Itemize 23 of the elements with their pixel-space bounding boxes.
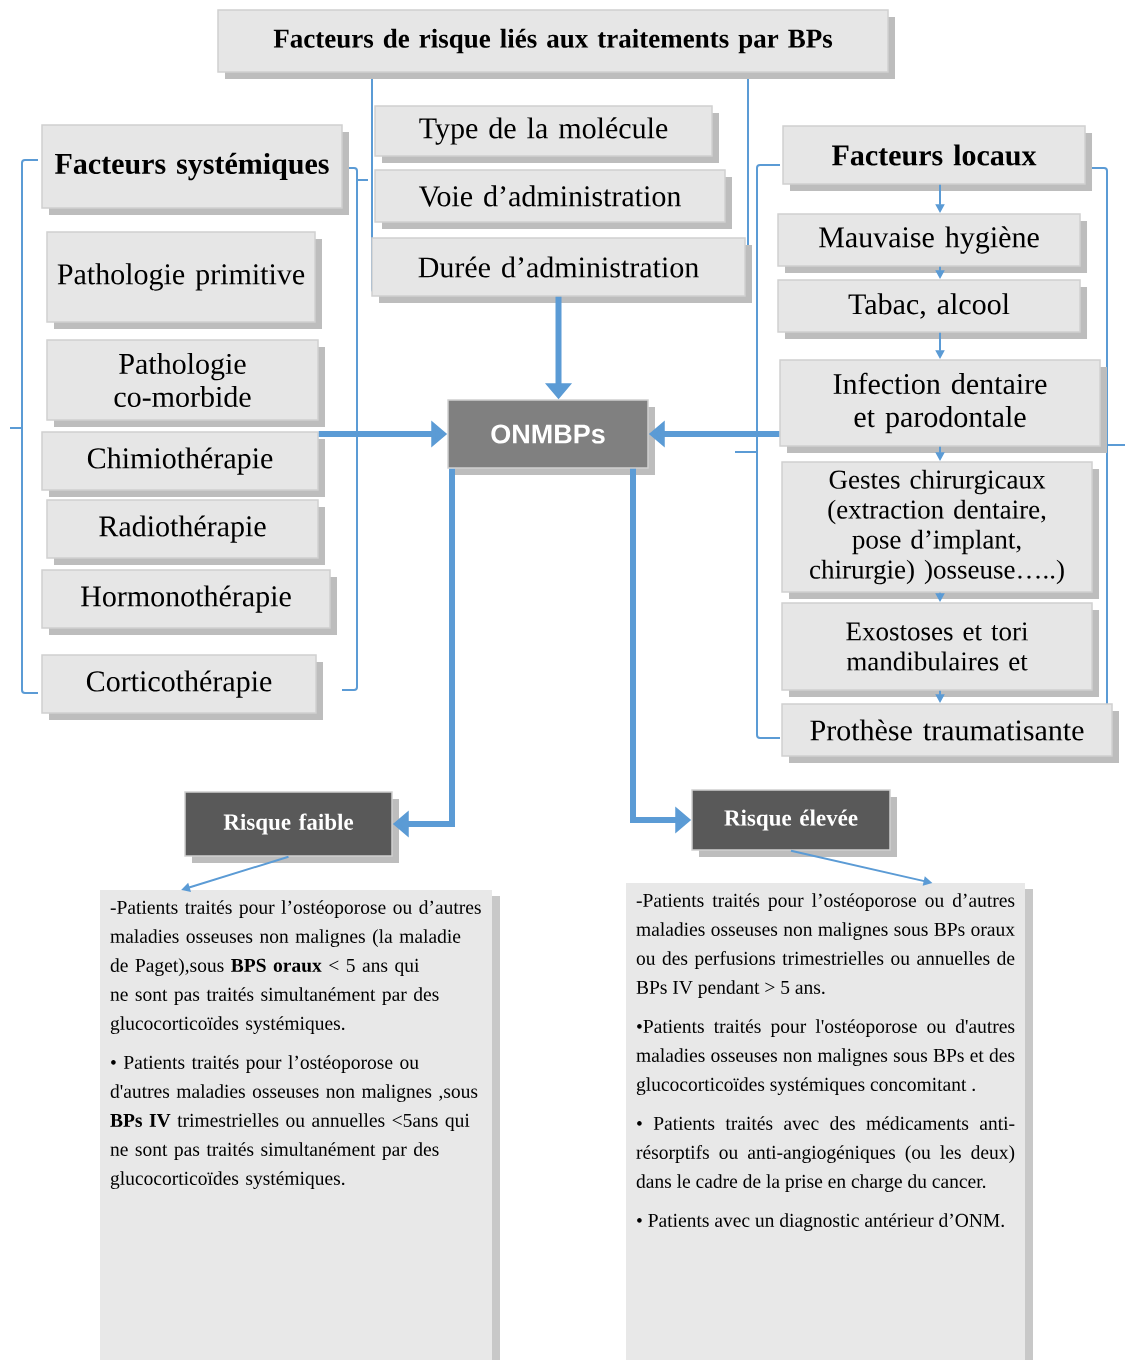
factor-box: Tabac, alcool (777, 279, 1087, 339)
factor-box: Voie d’administration (374, 169, 732, 229)
text-panel: -Patients traités pour l’ostéoporose ou d’autres maladies osseuses non malignes (la maladie de Paget),sous BPS oraux < 5 ans qui ne sont pas traités simultanément par des glucocorticoïdes systémiques. • Patients traités pour l’ostéoporose ou d'autres maladies osseuses non malignes ,sous BPs IV trimestrielles ou annuelles <5ans qui ne sont pas traités simultanément par des glucocorticoïdes systémiques. (100, 890, 500, 1360)
factor-box: Radiothérapie (46, 499, 325, 565)
center-box: ONMBPs (447, 399, 655, 475)
factor-box: Exostoses et tori mandibulaires et (781, 602, 1099, 697)
title-box: Facteurs de risque liés aux traitements par BPs (217, 9, 895, 79)
factor-box: Corticothérapie (41, 654, 323, 720)
factor-box: Type de la molécule (374, 105, 719, 163)
factor-box: Hormonothérapie (41, 569, 337, 635)
factor-box: Gestes chirurgicaux (extraction dentaire, pose d’implant, chirurgie) )osseuse…..) (781, 461, 1099, 599)
category-box: Facteurs locaux (782, 125, 1092, 191)
factor-box: Chimiothérapie (41, 431, 325, 497)
factor-box: Durée d’administration (371, 237, 752, 303)
risk-box: Risque élevée (691, 789, 897, 857)
text-panel: -Patients traités pour l’ostéoporose ou d’autres maladies osseuses non malignes sous BPs oraux ou des perfusions trimestrielles ou annuelles de BPs IV pendant > 5 ans. •Patients traités pour l'ostéoporose ou d'autres maladies osseuses non malignes sous BPs et des glucocorticoïdes systémiques concomitant . • Patients traités avec des médicaments anti-résorptifs ou anti-angiogéniques (ou les deux) dans le cadre de la prise en charge du cancer. • Patients avec un diagnostic antérieur d’ONM. (626, 883, 1033, 1360)
factor-box: Infection dentaire et parodontale (779, 359, 1107, 453)
factor-box: Pathologie co-morbide (46, 339, 325, 427)
factor-box: Mauvaise hygiène (777, 213, 1087, 273)
factor-box: Prothèse traumatisante (781, 703, 1119, 763)
risk-box: Risque faible (184, 791, 399, 863)
factor-box: Pathologie primitive (46, 231, 322, 329)
category-box: Facteurs systémiques (41, 124, 349, 215)
